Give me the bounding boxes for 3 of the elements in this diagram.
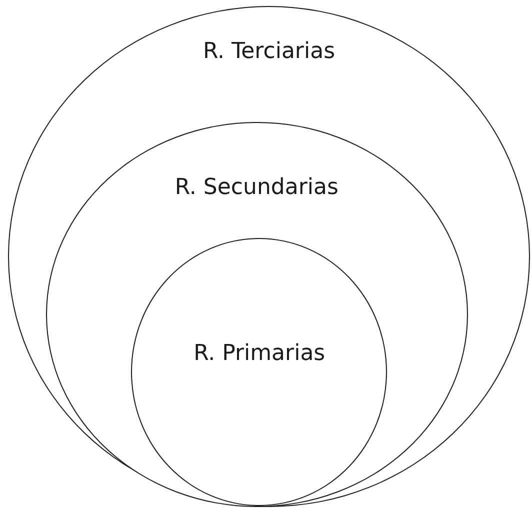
region-label: R. Primarias [192, 343, 326, 366]
region-label: R. Terciarias [202, 41, 336, 63]
region-label: R. Secundarias [174, 176, 340, 199]
